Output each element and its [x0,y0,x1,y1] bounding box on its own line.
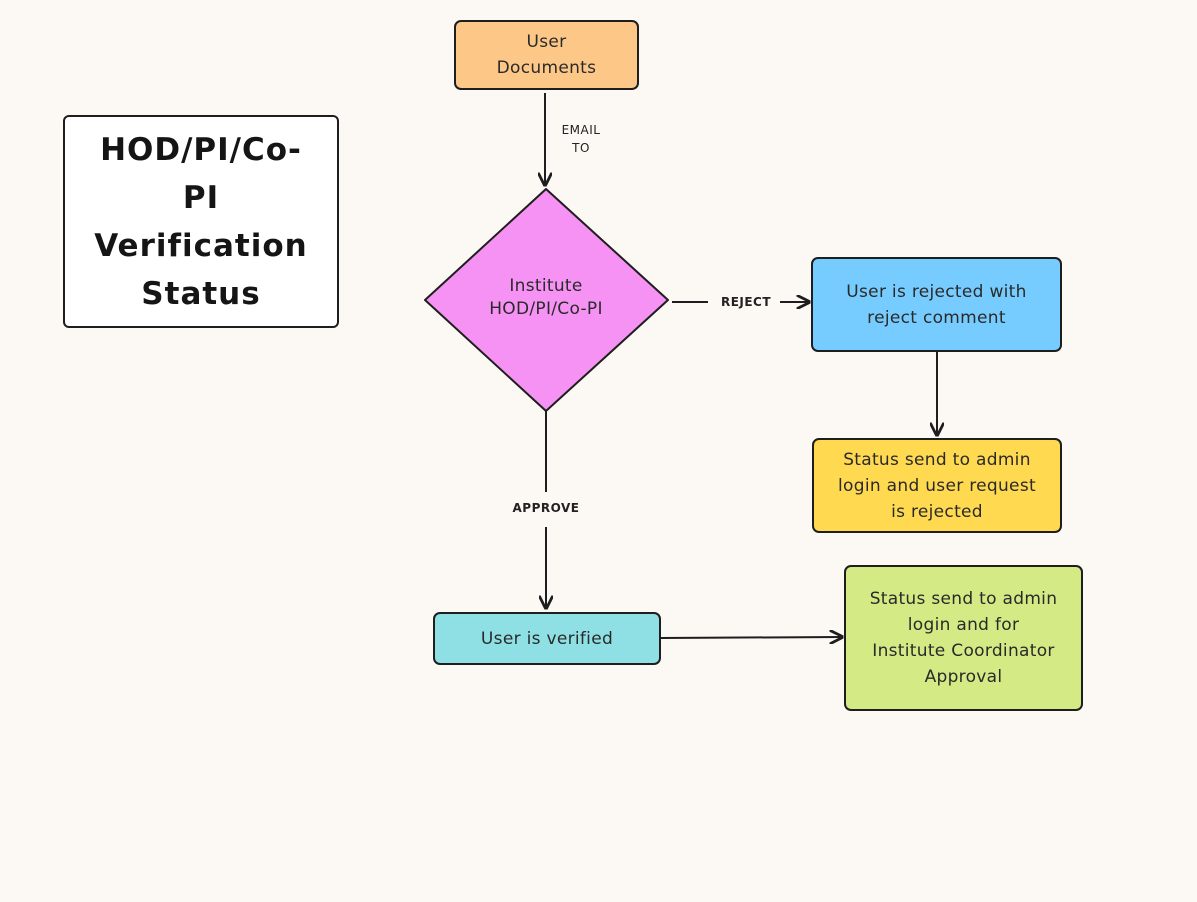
node-text: Status send to admin [843,449,1031,470]
node-text: Institute Coordinator [872,641,1055,661]
node-text: HOD/PI/Co-PI [489,299,603,319]
edge-verified-to-status-arrow [660,637,842,638]
node-user-verified: User is verified [433,612,661,665]
node-text: Institute [509,276,583,296]
node-text: login and user request [838,475,1036,496]
edge-label-reject: REJECT [720,295,772,309]
node-text: User [526,32,567,52]
node-text: User is rejected with [846,281,1027,302]
node-text: Documents [496,58,597,78]
node-text: is rejected [891,501,983,522]
node-institute-decision: Institute HOD/PI/Co-PI [440,275,652,321]
edge-label-line: EMAIL [561,123,601,137]
node-status-rejected: Status send to admin login and user requ… [812,438,1062,533]
node-text: Approval [924,667,1003,687]
node-status-approved: Status send to admin login and for Insti… [844,565,1083,711]
edge-label-email: EMAIL TO [556,121,606,157]
node-text: login and for [907,615,1020,635]
node-user-documents: User Documents [454,20,639,90]
title-line: Status [141,275,261,312]
diagram-title-box: HOD/PI/Co- PI Verification Status [63,115,339,328]
title-line: Verification [94,227,308,264]
title-line: PI [182,179,220,216]
title-line: HOD/PI/Co- [100,131,302,168]
node-text: User is verified [480,628,614,649]
edge-label-line: TO [572,141,590,155]
node-user-rejected: User is rejected with reject comment [811,257,1062,352]
edge-label-approve: APPROVE [512,501,580,515]
node-text: reject comment [867,307,1006,328]
node-text: Status send to admin [869,589,1058,609]
